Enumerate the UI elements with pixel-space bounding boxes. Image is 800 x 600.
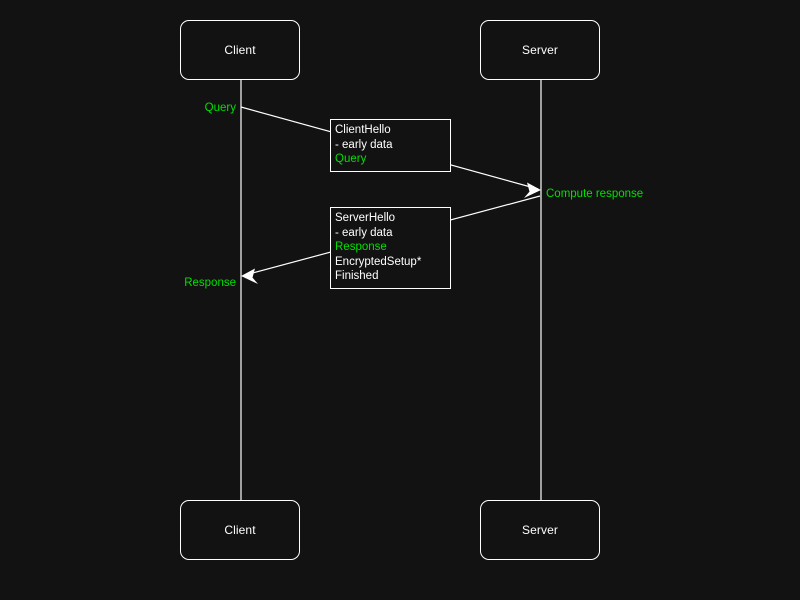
note-line: - early data bbox=[335, 138, 393, 151]
note-client-hello[interactable]: ClientHello - early data Query bbox=[330, 119, 451, 172]
actor-label-server-top: Server bbox=[522, 43, 558, 57]
actor-box-client-top[interactable]: Client bbox=[180, 20, 300, 80]
note-line: ClientHello bbox=[335, 124, 391, 136]
actor-box-server-bottom[interactable]: Server bbox=[480, 500, 600, 560]
note-line: Query bbox=[335, 153, 367, 166]
actor-label-client-bottom: Client bbox=[224, 523, 256, 537]
actor-box-client-bottom[interactable]: Client bbox=[180, 500, 300, 560]
note-line: EncryptedSetup* bbox=[335, 255, 422, 268]
annotation-response: Response bbox=[184, 277, 236, 289]
note-line: - early data bbox=[335, 226, 393, 239]
arrowhead-response bbox=[241, 268, 258, 284]
annotation-compute-response: Compute response bbox=[546, 188, 644, 200]
annotation-query: Query bbox=[204, 102, 236, 114]
arrowhead-query bbox=[524, 182, 541, 198]
note-server-hello[interactable]: ServerHello - early data Response Encryp… bbox=[330, 207, 451, 289]
actor-label-client-top: Client bbox=[224, 43, 256, 57]
note-line: Response bbox=[335, 241, 387, 254]
note-line: ServerHello bbox=[335, 212, 396, 224]
actor-label-server-bottom: Server bbox=[522, 523, 558, 537]
actor-box-server-top[interactable]: Server bbox=[480, 20, 600, 80]
note-line: Finished bbox=[335, 270, 379, 283]
